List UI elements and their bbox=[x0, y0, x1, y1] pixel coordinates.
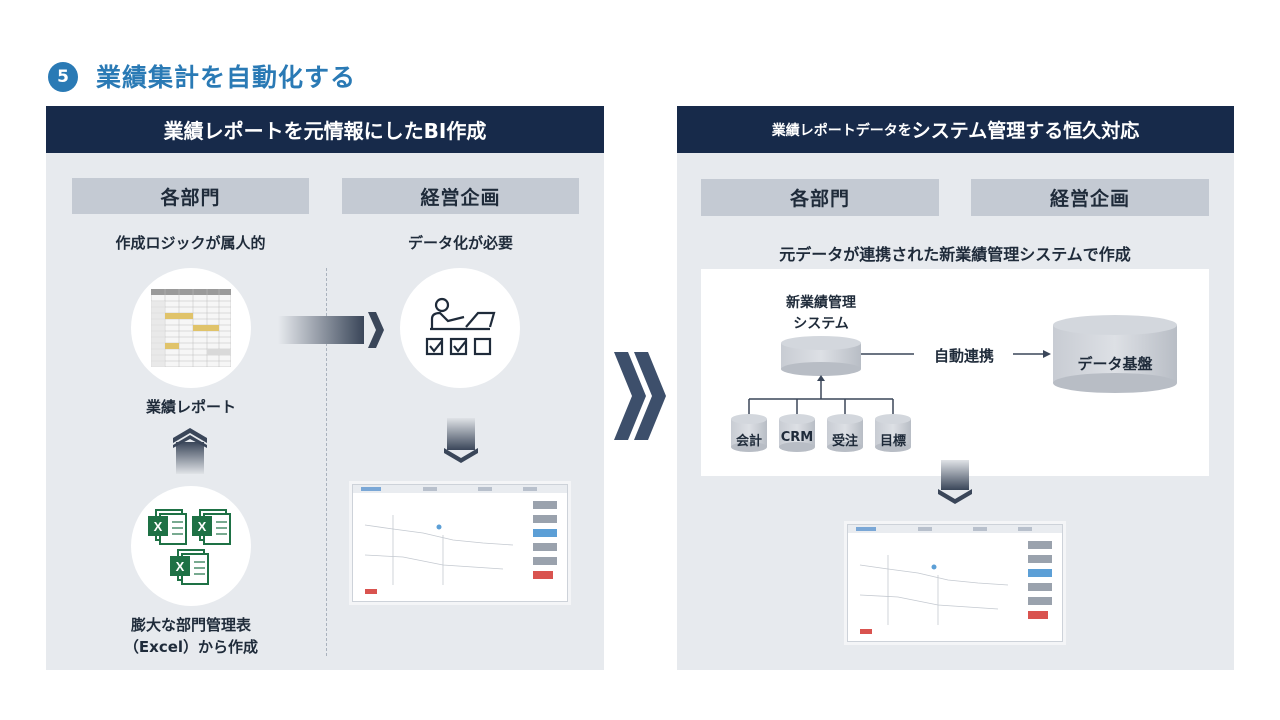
system-database-icon bbox=[781, 336, 861, 376]
source-crm-label: CRM bbox=[780, 430, 814, 445]
svg-text:X: X bbox=[154, 519, 163, 534]
right-col1-header: 各部門 bbox=[701, 179, 939, 216]
right-panel-header-large: システム管理する恒久対応 bbox=[911, 120, 1140, 142]
system-label-line2: システム bbox=[793, 316, 849, 332]
left-col1-subtitle: 作成ロジックが属人的 bbox=[115, 234, 266, 252]
excel-icon: X X X bbox=[148, 509, 231, 585]
column-divider bbox=[326, 268, 327, 656]
right-col2-header: 経営企画 bbox=[971, 179, 1209, 216]
excel-files-circle: X X X bbox=[131, 486, 251, 606]
system-label-line1: 新業績管理 bbox=[786, 295, 856, 311]
left-panel-header-text: 業績レポートを元情報にしたBI作成 bbox=[163, 119, 487, 143]
source-orders-label: 受注 bbox=[831, 434, 858, 449]
down-arrow-icon-right bbox=[938, 460, 972, 504]
left-col2-subtitle: データ化が必要 bbox=[407, 234, 513, 252]
spreadsheet-report-icon bbox=[151, 289, 231, 367]
left-col1-header: 各部門 bbox=[72, 178, 309, 214]
bi-dashboard-thumbnail bbox=[352, 484, 568, 602]
data-entry-circle bbox=[400, 268, 520, 388]
source-targets-label: 目標 bbox=[879, 434, 906, 449]
page-title: 業績集計を自動化する bbox=[96, 63, 357, 92]
step-number-badge: 5 bbox=[48, 62, 78, 92]
down-arrow-icon bbox=[444, 418, 478, 463]
person-desk-checkbox-icon bbox=[425, 297, 496, 356]
right-arrow-icon bbox=[278, 312, 384, 348]
report-label: 業績レポート bbox=[145, 398, 236, 416]
data-platform-label: データ基盤 bbox=[1077, 355, 1153, 373]
left-col2-header: 経営企画 bbox=[342, 178, 579, 214]
source-accounting-label: 会計 bbox=[735, 434, 762, 449]
svg-text:X: X bbox=[176, 559, 185, 574]
data-platform-database-icon bbox=[1053, 315, 1177, 393]
right-panel-header-small: 業績レポートデータを bbox=[771, 122, 912, 139]
svg-text:X: X bbox=[198, 519, 207, 534]
right-panel-header: 業績レポートデータを システム管理する恒久対応 bbox=[677, 106, 1234, 153]
source-label-line2: （Excel）から作成 bbox=[123, 638, 259, 656]
right-subtitle: 元データが連携された新業績管理システムで作成 bbox=[779, 245, 1131, 264]
source-database-icons bbox=[731, 414, 911, 452]
transition-double-chevron-icon bbox=[614, 352, 666, 440]
bi-dashboard-thumbnail-right bbox=[847, 524, 1063, 642]
auto-link-label: 自動連携 bbox=[933, 347, 994, 365]
source-label-line1: 膨大な部門管理表 bbox=[130, 616, 251, 634]
up-arrow-icon bbox=[173, 428, 207, 474]
left-panel-header: 業績レポートを元情報にしたBI作成 bbox=[46, 106, 604, 153]
report-circle bbox=[131, 268, 251, 388]
system-diagram-graphics bbox=[731, 315, 1177, 452]
